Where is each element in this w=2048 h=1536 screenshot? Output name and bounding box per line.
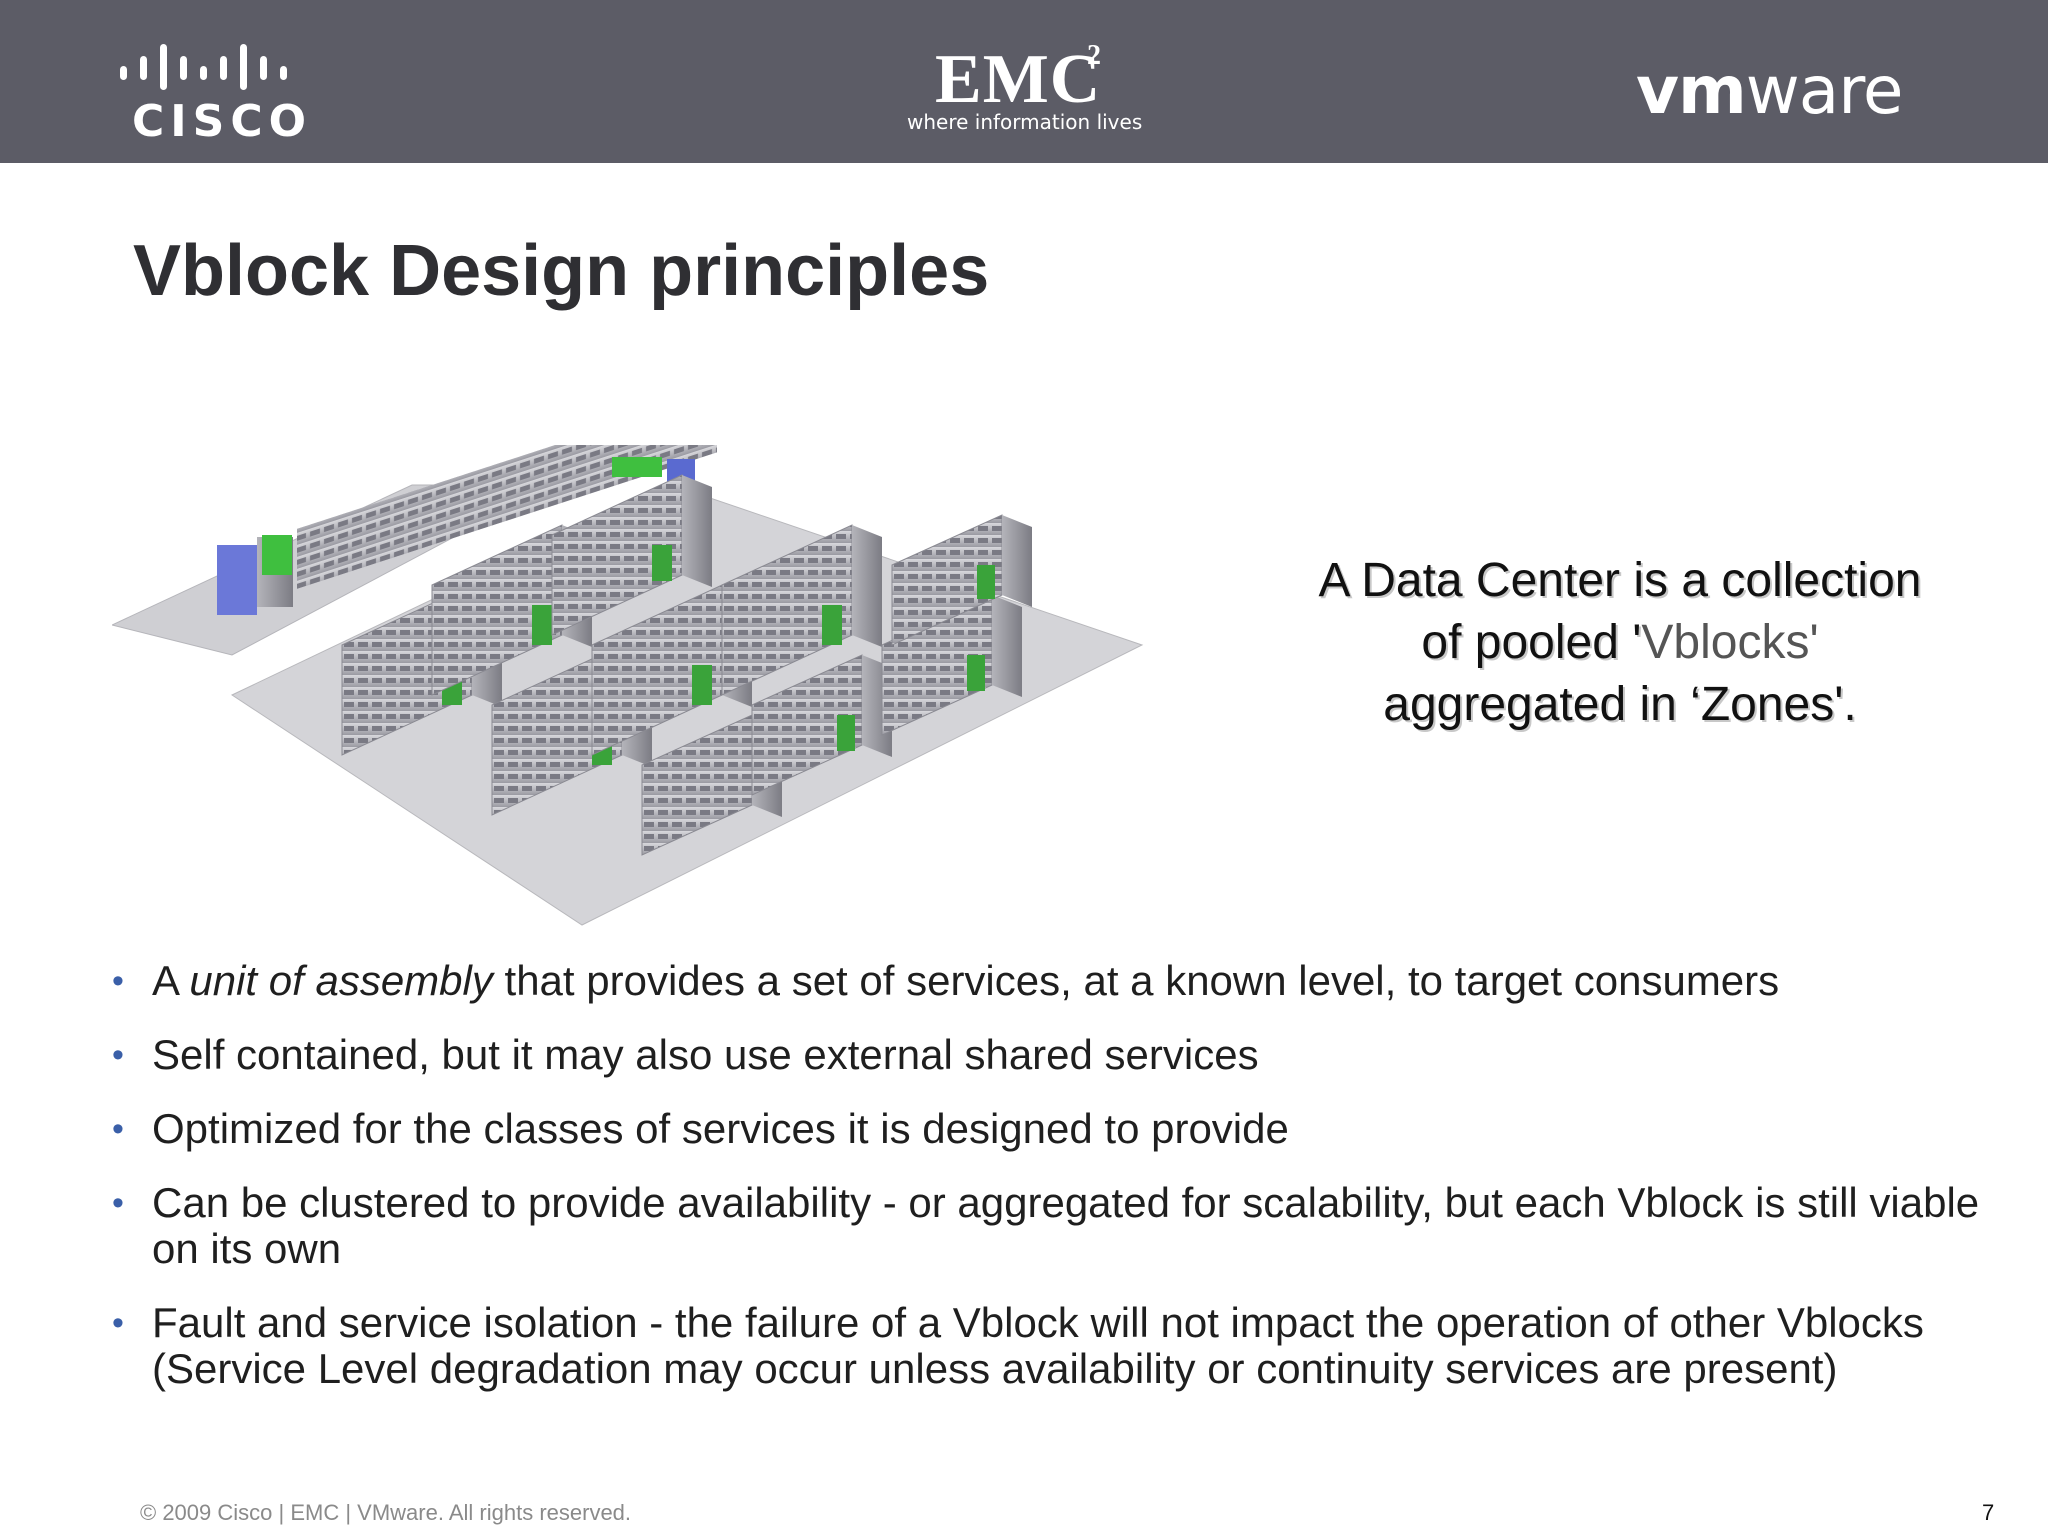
header-bar: CISCO EMC 2 where information lives vmwa… xyxy=(0,0,2048,163)
callout-line-2: of pooled 'Vblocks' xyxy=(1270,612,1970,674)
emc-superscript: 2 xyxy=(1087,40,1101,71)
principles-list: • A unit of assembly that provides a set… xyxy=(110,958,1990,1420)
bullet-text: Optimized for the classes of services it… xyxy=(152,1105,1289,1152)
bullet-icon: • xyxy=(112,962,124,1000)
bullet-icon: • xyxy=(112,1036,124,1074)
data-center-callout: A Data Center is a collection of pooled … xyxy=(1270,550,1970,736)
list-item: • A unit of assembly that provides a set… xyxy=(110,958,1990,1004)
emc-logo: EMC 2 where information lives xyxy=(905,40,1145,140)
copyright-footer: © 2009 Cisco | EMC | VMware. All rights … xyxy=(140,1500,632,1525)
cisco-wordmark: CISCO xyxy=(132,96,313,147)
bullet-text: Fault and service isolation - the failur… xyxy=(152,1299,1924,1392)
list-item: • Can be clustered to provide availabili… xyxy=(110,1180,1990,1272)
bullet-text: A xyxy=(152,957,190,1004)
list-item: • Optimized for the classes of services … xyxy=(110,1106,1990,1152)
callout-line-2-quote: ' xyxy=(1632,616,1642,669)
emc-wordmark: EMC xyxy=(935,41,1102,118)
bullet-text: Can be clustered to provide availability… xyxy=(152,1179,1980,1272)
bullet-text-rest: that provides a set of services, at a kn… xyxy=(492,957,1780,1004)
bullet-icon: • xyxy=(112,1184,124,1222)
emc-tagline: where information lives xyxy=(907,110,1143,134)
vmware-logo: vmware xyxy=(1636,52,1904,129)
list-item: • Fault and service isolation - the fail… xyxy=(110,1300,1990,1392)
page-number: 7 xyxy=(1982,1500,1995,1525)
list-item: • Self contained, but it may also use ex… xyxy=(110,1032,1990,1078)
callout-line-2-start: of pooled xyxy=(1421,616,1633,669)
vmware-suffix: ware xyxy=(1745,52,1904,129)
cisco-logo: CISCO xyxy=(118,40,306,147)
bullet-icon: • xyxy=(112,1110,124,1148)
vmware-prefix: vm xyxy=(1636,52,1747,129)
slide-title: Vblock Design principles xyxy=(133,231,990,311)
rack-blocks xyxy=(341,474,1032,856)
bullet-emphasis: unit of assembly xyxy=(189,957,493,1004)
bullet-text: Self contained, but it may also use exte… xyxy=(152,1031,1259,1078)
bullet-icon: • xyxy=(112,1304,124,1342)
callout-line-2-word: Vblocks' xyxy=(1641,616,1819,669)
callout-line-3: aggregated in ‘Zones'. xyxy=(1383,678,1857,731)
rack-row-back xyxy=(217,445,717,615)
cisco-bars-icon xyxy=(120,44,287,90)
callout-line-1: A Data Center is a collection xyxy=(1318,554,1922,607)
data-center-illustration xyxy=(112,445,1144,926)
